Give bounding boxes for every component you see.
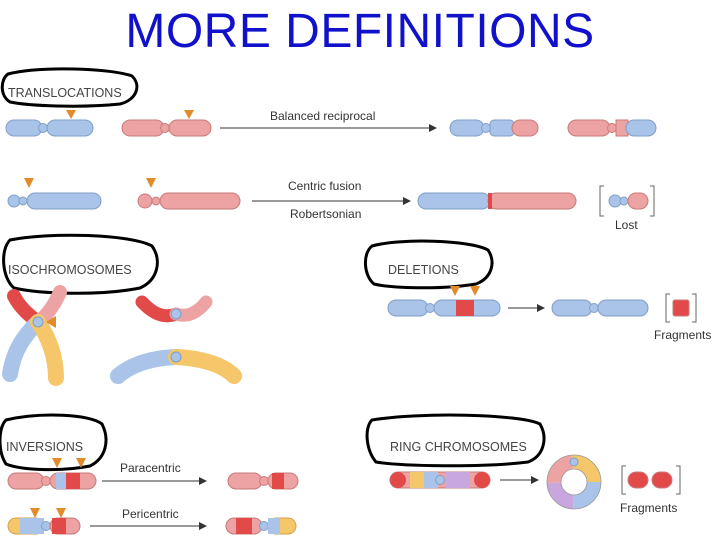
label-robertsonian: Robertsonian [290, 207, 361, 221]
marker-triangle [184, 110, 194, 119]
marker-triangle [450, 286, 460, 296]
deletions-circle [364, 239, 494, 290]
ring-fragments [621, 465, 681, 495]
section-label-translocations: TRANSLOCATIONS [8, 86, 122, 100]
marker-triangle [30, 508, 40, 518]
chromosome-fused [417, 192, 577, 210]
label-fragments-ring: Fragments [620, 501, 677, 515]
section-label-ring-chromosomes: RING CHROMOSOMES [390, 440, 527, 454]
chromosome-ring-source [389, 471, 491, 489]
label-centric-fusion: Centric fusion [288, 179, 361, 193]
chromosome-deleted [551, 299, 649, 317]
label-pericentric: Pericentric [122, 507, 179, 521]
page-title: MORE DEFINITIONS [125, 5, 595, 58]
section-label-inversions: INVERSIONS [6, 440, 83, 454]
label-lost: Lost [615, 218, 638, 232]
chromosome-paracentric-source [7, 472, 97, 490]
marker-triangle [56, 508, 66, 518]
chromosome-pericentric-result [225, 517, 297, 535]
deletion-fragment [665, 293, 697, 323]
marker-triangle [46, 316, 56, 328]
chromosome-pink-1 [121, 119, 212, 137]
marker-triangle [470, 286, 480, 296]
translocations-circle [0, 67, 139, 108]
iso-pink [135, 295, 213, 323]
marker-triangle [66, 110, 76, 119]
lost-bracket [599, 185, 655, 217]
marker-triangle [76, 458, 86, 468]
label-fragments-deletion: Fragments [654, 328, 711, 342]
isochromosomes-circle [2, 233, 159, 295]
chromosome-blue-1 [5, 119, 94, 137]
chromosome-result-blue [449, 119, 539, 137]
chromosome-pink-2 [137, 192, 241, 210]
label-balanced-reciprocal: Balanced reciprocal [270, 109, 375, 123]
section-label-isochromosomes: ISOCHROMOSOMES [8, 263, 132, 277]
label-paracentric: Paracentric [120, 461, 181, 475]
chromosome-result-pink [567, 119, 657, 137]
iso-blue-yellow [110, 349, 242, 384]
section-label-deletions: DELETIONS [388, 263, 459, 277]
ring-chromosomes-circle [365, 413, 546, 468]
ring-chromosome [546, 454, 602, 510]
chromosome-pericentric-source [7, 517, 81, 535]
x-chromosome [2, 285, 67, 386]
chromosome-paracentric-result [227, 472, 299, 490]
marker-triangle [52, 458, 62, 468]
chromosome-blue-2 [7, 192, 102, 210]
marker-triangle [24, 178, 34, 188]
marker-triangle [146, 178, 156, 188]
chromosome-deletion-source [387, 299, 501, 317]
inversions-circle [0, 413, 108, 472]
